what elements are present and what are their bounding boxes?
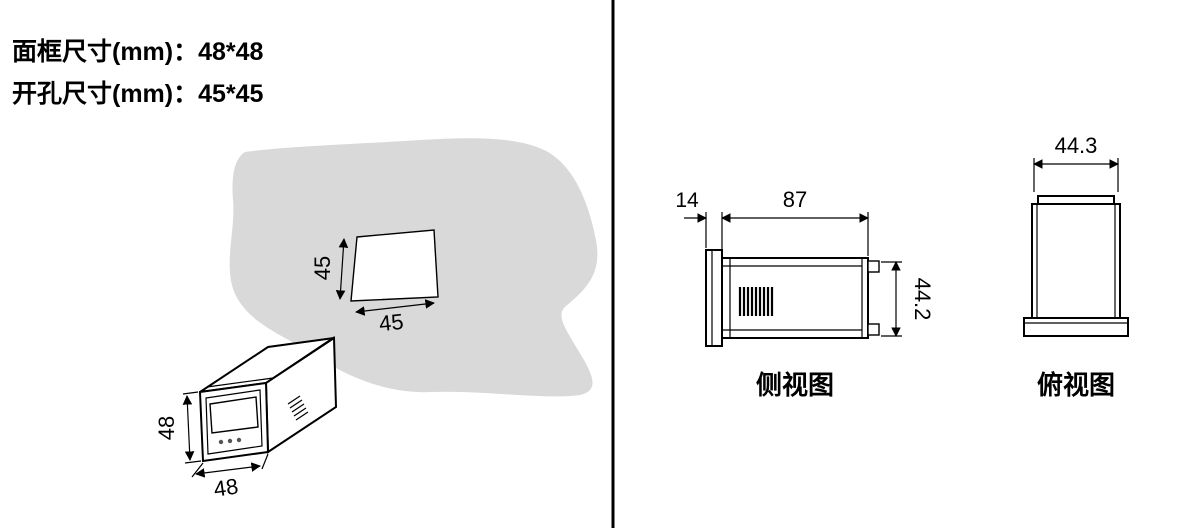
cutout-height-dim-line: [335, 238, 349, 300]
meter-width-dim-label: 48: [212, 473, 240, 501]
meter-height-ext-top: [182, 391, 199, 395]
side-view-terminal-top: [867, 260, 880, 273]
frame-size-text: 面框尺寸(mm)：48*48: [12, 38, 264, 66]
side-view-vent-grill: [738, 287, 774, 316]
top-view-body: [1031, 203, 1121, 319]
isometric-meter-drawing: 48 48: [154, 336, 338, 502]
top-view-drawing: 44.3 俯视图: [1023, 133, 1129, 400]
meter-width-dim-line: [195, 462, 261, 478]
meter-width-ext-left: [191, 462, 204, 478]
top-view-flange: [1023, 317, 1129, 337]
side-view-height-dim-label: 44.2: [910, 278, 935, 321]
meter-height-dim-label: 48: [154, 416, 179, 440]
cutout-size-text: 开孔尺寸(mm)：45*45: [12, 80, 264, 108]
meter-button-dot-3: [236, 437, 242, 443]
panel-cutout-hole: [350, 229, 439, 302]
meter-front-bezel-inner: [205, 389, 263, 455]
meter-top-step-line: [206, 377, 274, 388]
meter-button-dot-2: [227, 438, 233, 444]
side-view-bezel-dim-label: 14: [675, 189, 699, 212]
meter-display-window: [209, 396, 259, 434]
side-view-body: [721, 257, 869, 339]
side-view-drawing: 14 87 44.2 侧视图: [675, 187, 935, 400]
meter-width-ext-right: [261, 453, 269, 470]
side-view-terminal-bottom: [867, 323, 880, 336]
panel-cutout-drawing: 45 45: [229, 138, 598, 397]
side-view-body-dim-label: 87: [783, 187, 807, 212]
meter-height-ext-bottom: [184, 460, 202, 464]
top-view-title: 俯视图: [1037, 370, 1115, 400]
cutout-width-dim-label: 45: [378, 309, 405, 336]
cutout-width-dim-line: [355, 299, 435, 316]
meter-height-dim-line: [182, 395, 195, 461]
cutout-height-dim-label: 45: [310, 256, 335, 280]
meter-vent-hatch: [287, 395, 309, 421]
meter-button-dot-1: [218, 439, 224, 445]
top-view-width-dim-label: 44.3: [1055, 133, 1098, 158]
side-view-bezel: [705, 249, 723, 347]
side-view-title: 侧视图: [756, 370, 834, 400]
